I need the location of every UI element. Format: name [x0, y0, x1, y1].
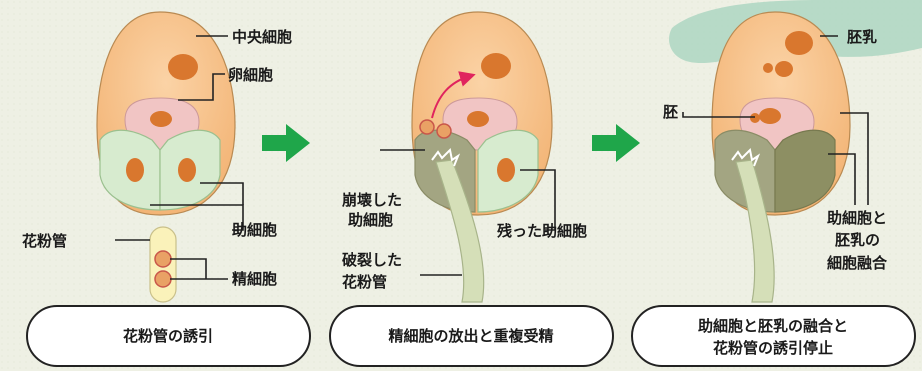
released-sperm-1	[420, 120, 434, 134]
egg-cell-nucleus	[150, 111, 172, 127]
endosperm-nucleus-3	[763, 63, 773, 73]
synergid-right-nucleus	[178, 158, 196, 182]
embryo-nucleus-2	[750, 113, 760, 123]
sperm-cell-2	[155, 271, 171, 287]
central-cell-nucleus	[481, 53, 511, 79]
caption-2: 精細胞の放出と重複受精	[388, 327, 553, 345]
caption-3-line1: 助細胞と胚乳の融合と	[698, 317, 848, 335]
label-endosperm: 胚乳	[847, 28, 877, 46]
central-cell-nucleus	[168, 54, 198, 80]
synergid-left-nucleus	[126, 158, 144, 182]
embryo-nucleus	[759, 108, 781, 124]
label-ruptured-tube-1: 破裂した	[342, 251, 402, 269]
caption-3-line2: 花粉管の誘引停止	[713, 339, 833, 357]
endosperm-nucleus-2	[775, 61, 793, 77]
label-egg-cell: 卵細胞	[228, 66, 273, 84]
label-embryo: 胚	[663, 103, 678, 121]
caption-1: 花粉管の誘引	[123, 327, 213, 345]
label-remaining-synergid: 残った助細胞	[497, 222, 587, 240]
sperm-cell-1	[155, 251, 171, 267]
label-pollen-tube: 花粉管	[22, 232, 67, 250]
label-fusion-2: 胚乳の	[835, 231, 880, 249]
endosperm-nucleus-1	[785, 31, 813, 55]
label-central-cell: 中央細胞	[232, 28, 292, 46]
label-fusion-3: 細胞融合	[827, 254, 888, 272]
label-collapsed-synergid-1: 崩壊した	[342, 191, 402, 209]
label-synergid: 助細胞	[232, 221, 277, 239]
egg-cell-nucleus	[467, 111, 489, 127]
label-sperm-cell: 精細胞	[232, 270, 277, 288]
label-ruptured-tube-2: 花粉管	[342, 273, 387, 291]
remaining-synergid-nucleus	[497, 158, 515, 182]
released-sperm-2	[437, 124, 451, 138]
label-fusion-1: 助細胞と	[827, 209, 887, 227]
label-collapsed-synergid-2: 助細胞	[348, 211, 393, 229]
caption-box-3	[632, 306, 915, 366]
